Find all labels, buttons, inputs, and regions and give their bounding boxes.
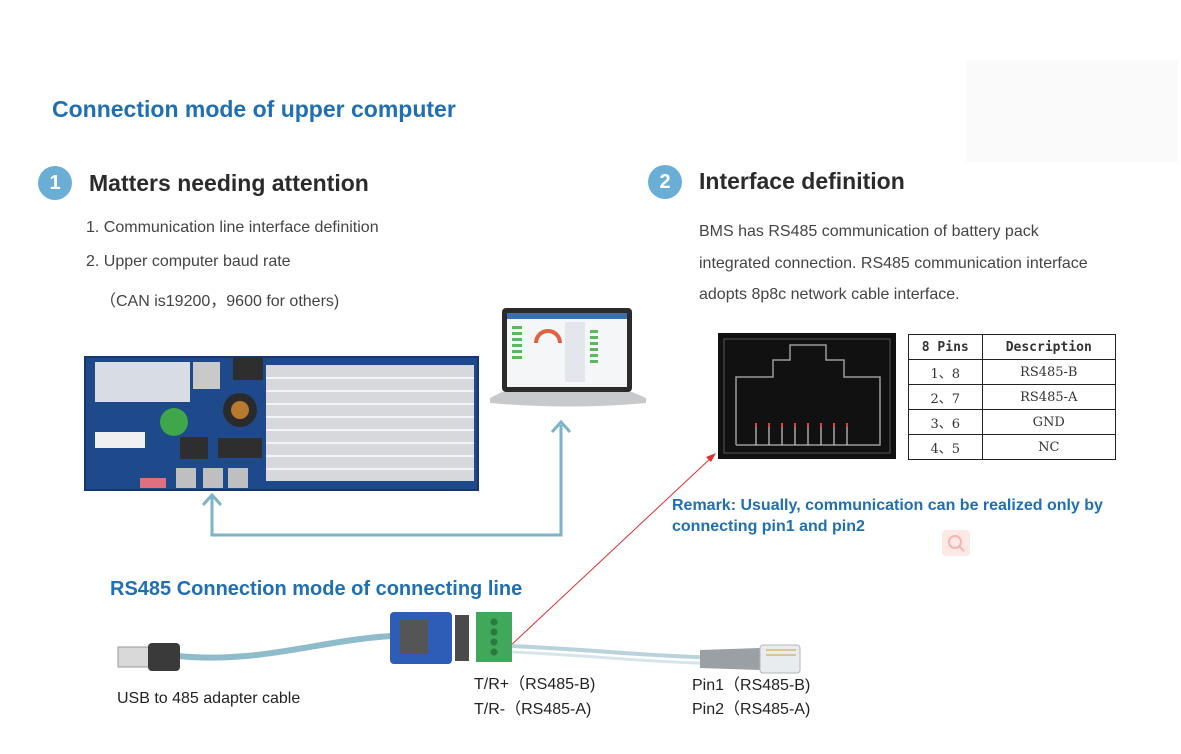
terminal-label-tr-plus: T/R+（RS485-B) — [474, 676, 596, 693]
rj45-pin-diagram — [718, 333, 896, 459]
table-cell-pins: 4、5 — [908, 434, 983, 460]
interface-description-line-3: adopts 8p8c network cable interface. — [699, 286, 960, 303]
table-header-row: 8 Pins Description — [908, 334, 1117, 360]
table-header-description: Description — [981, 334, 1117, 360]
table-row: 1、8 RS485-B — [908, 359, 1117, 385]
table-cell-description: GND — [981, 409, 1117, 435]
watermark-block — [966, 60, 1178, 162]
table-cell-pins: 2、7 — [908, 384, 983, 410]
pin-definition-table: 8 Pins Description 1、8 RS485-B 2、7 RS485… — [908, 334, 1117, 460]
search-icon — [942, 530, 970, 556]
remark-note: Remark: Usually, communication can be re… — [672, 497, 1103, 535]
table-cell-pins: 3、6 — [908, 409, 983, 435]
terminal-label-tr-minus: T/R-（RS485-A) — [474, 701, 592, 718]
table-row: 4、5 NC — [908, 434, 1117, 460]
usb-adapter-cable — [117, 612, 469, 671]
interface-description-line-2: integrated connection. RS485 communicati… — [699, 254, 1088, 272]
table-row: 2、7 RS485-A — [908, 384, 1117, 410]
section-2-badge: 2 — [648, 165, 682, 199]
section-2-title: Interface definition — [699, 168, 905, 194]
page-title: Connection mode of upper computer — [52, 96, 456, 122]
pin-label-pin1: Pin1（RS485-B) — [692, 677, 811, 694]
table-cell-description: RS485-B — [981, 359, 1117, 385]
bms-board-image — [84, 356, 479, 491]
pin-label-pin2: Pin2（RS485-A) — [692, 701, 811, 718]
attention-item-1: 1. Communication line interface definiti… — [86, 219, 379, 236]
attention-item-3: （CAN is19200，9600 for others) — [100, 293, 340, 310]
table-header-pins: 8 Pins — [908, 334, 983, 360]
interface-description-line-1: BMS has RS485 communication of battery p… — [699, 223, 1039, 240]
rs485-section-title: RS485 Connection mode of connecting line — [110, 578, 523, 600]
table-cell-pins: 1、8 — [908, 359, 983, 385]
usb-cable-label: USB to 485 adapter cable — [117, 690, 301, 707]
table-cell-description: NC — [981, 434, 1117, 460]
attention-item-2: 2. Upper computer baud rate — [86, 253, 291, 270]
board-to-laptop-connector — [201, 419, 572, 537]
network-cable — [511, 644, 801, 674]
laptop-image — [490, 308, 646, 407]
interface-description: BMS has RS485 communication of battery p… — [699, 216, 1149, 311]
section-1-title: Matters needing attention — [89, 170, 369, 196]
table-cell-description: RS485-A — [981, 384, 1117, 410]
terminal-block — [476, 612, 512, 662]
table-row: 3、6 GND — [908, 409, 1117, 435]
section-1-badge: 1 — [38, 166, 72, 200]
red-pointer-line — [507, 453, 716, 649]
